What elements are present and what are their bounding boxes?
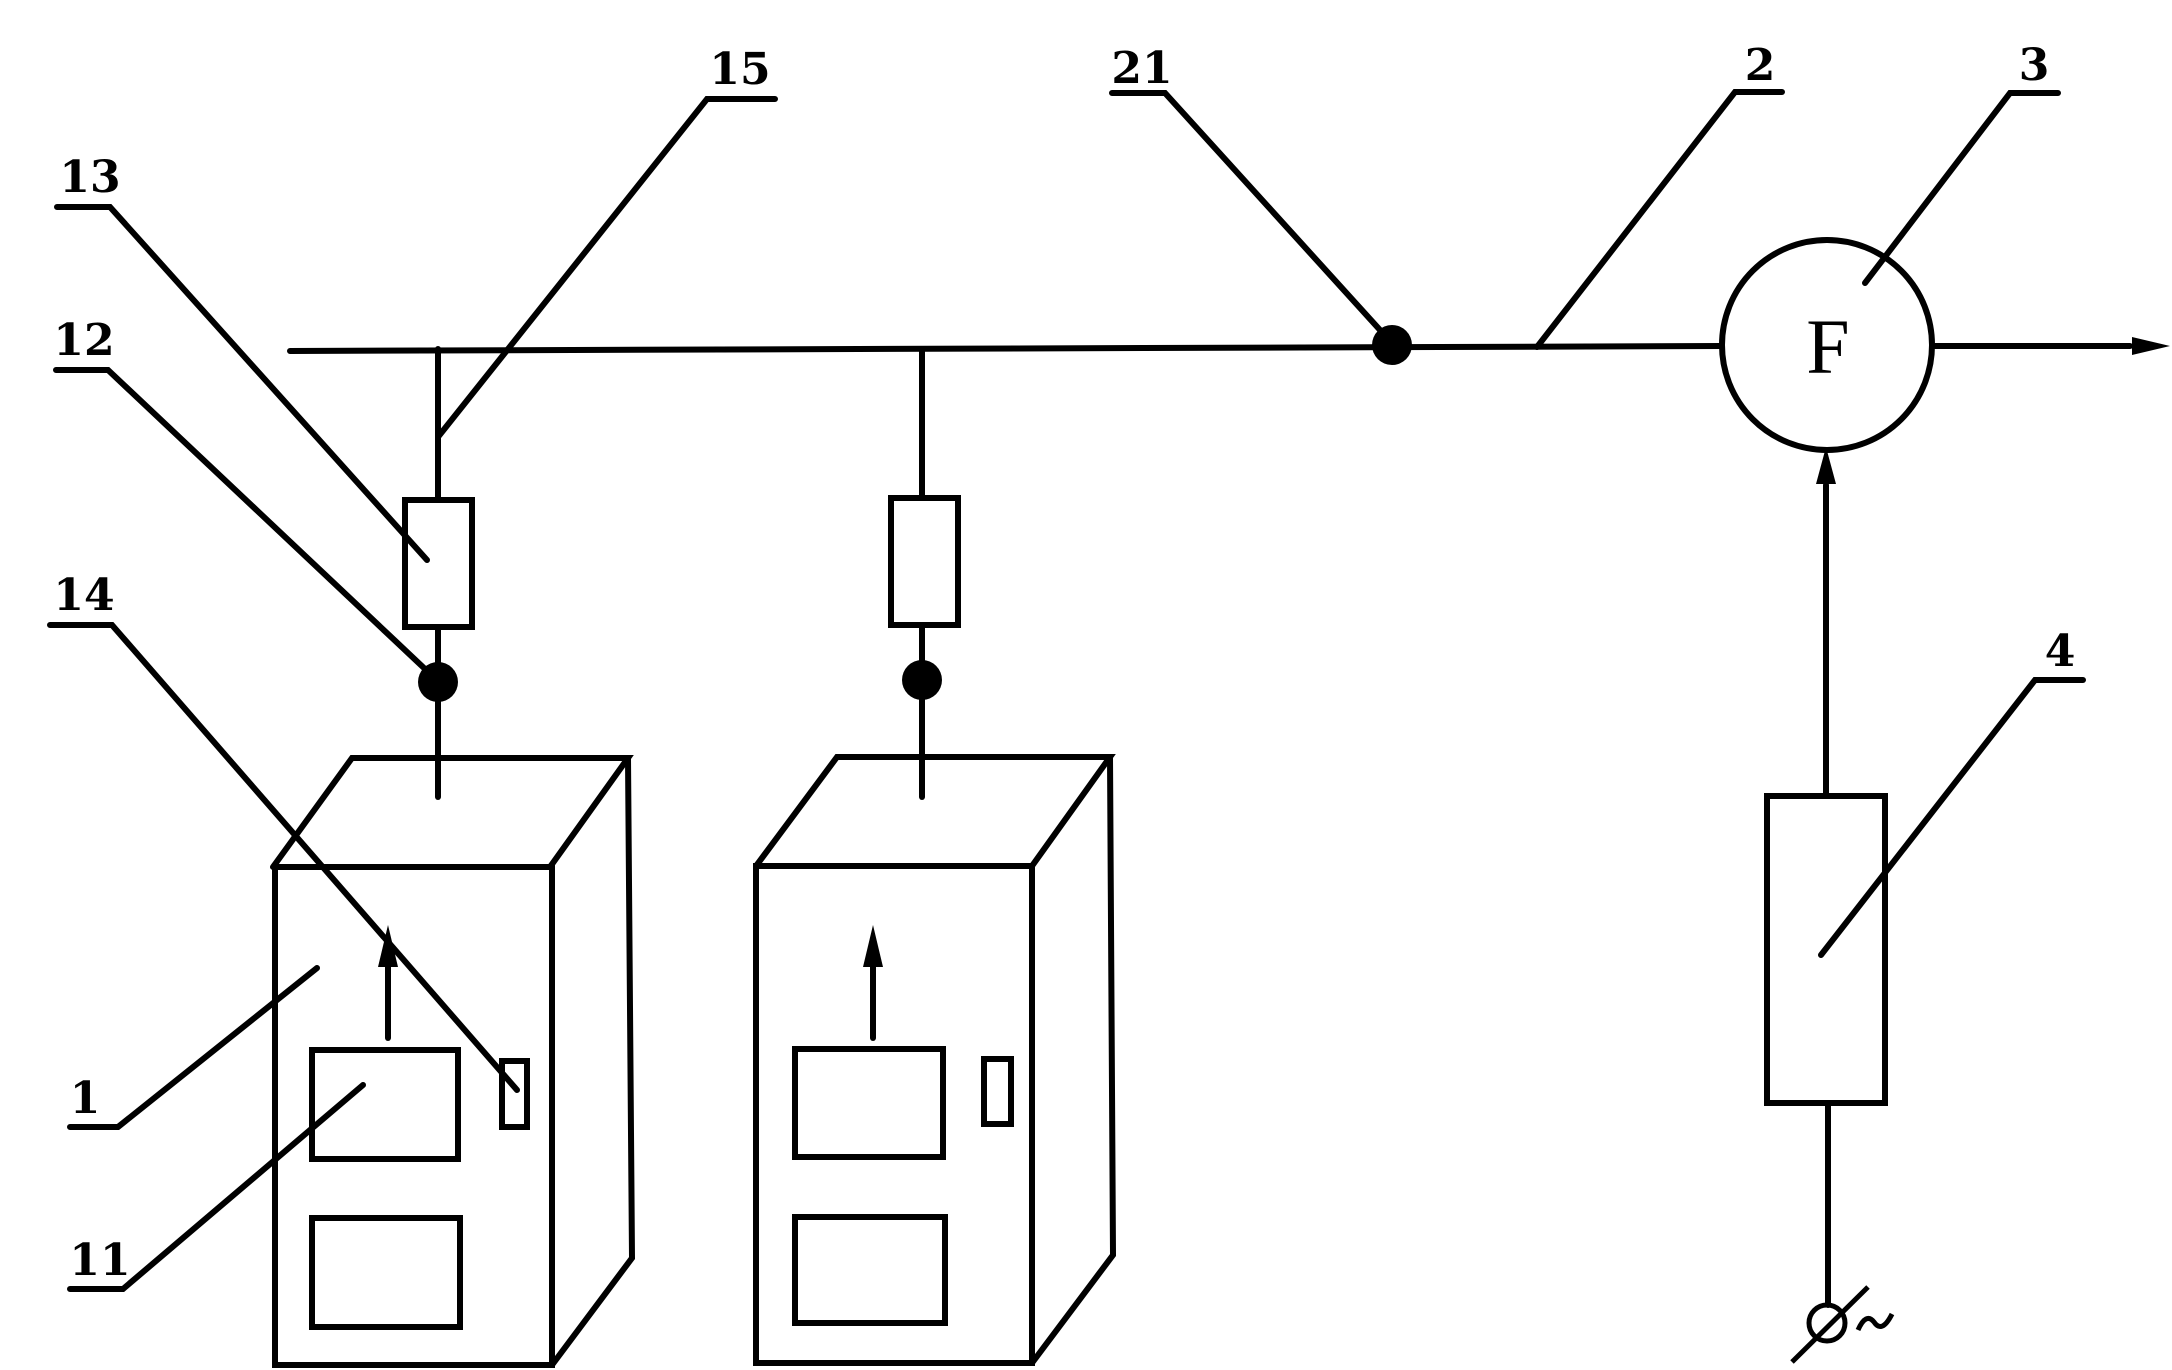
unit-f-symbol: F [1806,303,1849,390]
feed-arrow-head [1816,447,1836,484]
leader-12 [53,367,427,671]
leader-1 [67,965,320,1130]
label-21: 21 [1111,43,1172,94]
label-1: 1 [70,1073,101,1124]
leader-11 [67,1082,366,1292]
cabinet-1-panel-upper [309,1047,461,1162]
branch-2 [888,346,961,800]
label-11: 11 [69,1235,130,1286]
leader-4 [1818,677,2086,958]
output-arrow [1929,337,2170,355]
cabinet-2 [753,754,1117,1366]
branch-1 [402,346,475,800]
cabinet-1-indicator [499,1058,530,1130]
label-3: 3 [2019,40,2050,91]
junction-2 [902,660,942,700]
inline-component-13 [402,497,475,630]
junction-12 [418,662,458,702]
component-4-assembly [1764,447,1888,1308]
unit-f: F [1719,237,1935,453]
leader-2 [1534,89,1785,350]
leader-21 [1109,90,1383,333]
label-4: 4 [2045,626,2076,677]
label-15: 15 [709,44,770,95]
cabinet-2-indicator [981,1056,1014,1127]
cabinet-1-panel-lower [309,1215,463,1330]
reference-labels: 13 12 14 15 21 2 3 4 1 11 [53,40,2075,1286]
label-13: 13 [59,152,120,203]
leader-15 [435,96,778,440]
leader-lines [47,89,2086,1292]
label-14: 14 [53,570,114,621]
ac-source-icon [1790,1285,1895,1364]
label-12: 12 [53,315,114,366]
leader-3 [1862,90,2061,286]
cabinet-1 [270,755,636,1368]
cabinet-2-panel-upper [792,1046,946,1160]
leader-13 [54,204,430,563]
cabinet-2-panel-lower [792,1214,948,1326]
main-bus-line [287,343,1725,354]
junction-21 [1372,325,1412,365]
inline-component-2 [888,495,961,628]
leader-14 [47,622,520,1093]
cabinet-2-arrow-head [863,925,883,967]
label-2: 2 [1745,40,1776,91]
